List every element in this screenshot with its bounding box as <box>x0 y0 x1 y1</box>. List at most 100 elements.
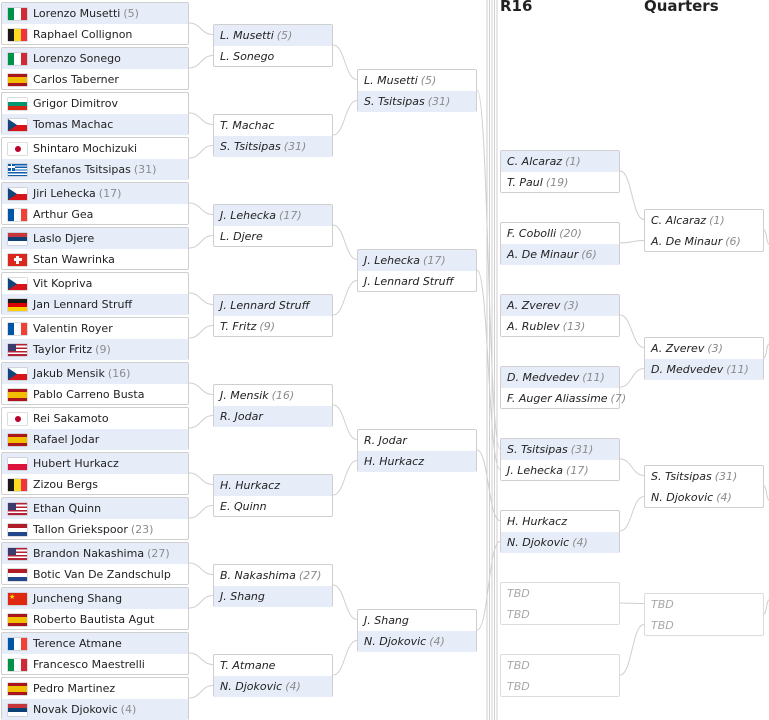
player-row[interactable]: Carlos Taberner <box>2 69 188 90</box>
player-row[interactable]: T. Paul(19) <box>501 172 619 193</box>
player-row[interactable]: Lorenzo Sonego <box>2 48 188 69</box>
player-row[interactable]: Grigor Dimitrov <box>2 93 188 114</box>
player-row[interactable]: H. Hurkacz <box>214 475 332 496</box>
player-row[interactable]: Stefanos Tsitsipas(31) <box>2 159 188 180</box>
round2-match[interactable]: J. Mensik(16)R. Jodar <box>213 384 333 427</box>
tbd-slot[interactable]: TBD <box>645 615 763 636</box>
player-row[interactable]: J. Lehecka(17) <box>501 460 619 481</box>
player-row[interactable]: Tomas Machac <box>2 114 188 135</box>
round1-match[interactable]: Jiri Lehecka(17)Arthur Gea <box>1 182 189 225</box>
player-row[interactable]: H. Hurkacz <box>358 451 476 472</box>
player-row[interactable]: C. Alcaraz(1) <box>645 210 763 231</box>
tbd-slot[interactable]: TBD <box>501 583 619 604</box>
player-row[interactable]: Jan Lennard Struff <box>2 294 188 315</box>
player-row[interactable]: Laslo Djere <box>2 228 188 249</box>
player-row[interactable]: C. Alcaraz(1) <box>501 151 619 172</box>
player-row[interactable]: Jakub Mensik(16) <box>2 363 188 384</box>
r16-match[interactable]: F. Cobolli(20)A. De Minaur(6) <box>500 222 620 265</box>
player-row[interactable]: D. Medvedev(11) <box>645 359 763 380</box>
player-row[interactable]: E. Quinn <box>214 496 332 517</box>
player-row[interactable]: S. Tsitsipas(31) <box>501 439 619 460</box>
player-row[interactable]: Arthur Gea <box>2 204 188 225</box>
player-row[interactable]: B. Nakashima(27) <box>214 565 332 586</box>
player-row[interactable]: R. Jodar <box>358 430 476 451</box>
player-row[interactable]: ★Juncheng Shang <box>2 588 188 609</box>
player-row[interactable]: Pablo Carreno Busta <box>2 384 188 405</box>
player-row[interactable]: Jiri Lehecka(17) <box>2 183 188 204</box>
round2-match[interactable]: L. Musetti(5)L. Sonego <box>213 24 333 67</box>
round1-match[interactable]: Jakub Mensik(16)Pablo Carreno Busta <box>1 362 189 405</box>
player-row[interactable]: L. Musetti(5) <box>214 25 332 46</box>
player-row[interactable]: N. Djokovic(4) <box>645 487 763 508</box>
player-row[interactable]: H. Hurkacz <box>501 511 619 532</box>
player-row[interactable]: Hubert Hurkacz <box>2 453 188 474</box>
round1-match[interactable]: Brandon Nakashima(27)Botic Van De Zandsc… <box>1 542 189 585</box>
round2-match[interactable]: J. Lehecka(17)L. Djere <box>213 204 333 247</box>
player-row[interactable]: Valentin Royer <box>2 318 188 339</box>
player-row[interactable]: J. Mensik(16) <box>214 385 332 406</box>
quarters-match[interactable]: S. Tsitsipas(31)N. Djokovic(4) <box>644 465 764 508</box>
r16-match[interactable]: S. Tsitsipas(31)J. Lehecka(17) <box>500 438 620 481</box>
round1-match[interactable]: Lorenzo Musetti(5)Raphael Collignon <box>1 2 189 45</box>
player-row[interactable]: J. Shang <box>358 610 476 631</box>
player-row[interactable]: S. Tsitsipas(31) <box>358 91 476 112</box>
player-row[interactable]: Tallon Griekspoor(23) <box>2 519 188 540</box>
player-row[interactable]: Taylor Fritz(9) <box>2 339 188 360</box>
round3-match[interactable]: J. Lehecka(17)J. Lennard Struff <box>357 249 477 292</box>
quarters-match[interactable]: C. Alcaraz(1)A. De Minaur(6) <box>644 209 764 252</box>
player-row[interactable]: Shintaro Mochizuki <box>2 138 188 159</box>
player-row[interactable]: L. Djere <box>214 226 332 247</box>
r16-match[interactable]: D. Medvedev(11)F. Auger Aliassime(7) <box>500 366 626 409</box>
round3-match[interactable]: L. Musetti(5)S. Tsitsipas(31) <box>357 69 477 112</box>
tbd-slot[interactable]: TBD <box>501 604 619 625</box>
round2-match[interactable]: B. Nakashima(27)J. Shang <box>213 564 333 607</box>
player-row[interactable]: Francesco Maestrelli <box>2 654 188 675</box>
player-row[interactable]: J. Lennard Struff <box>214 295 332 316</box>
tbd-slot[interactable]: TBD <box>645 594 763 615</box>
player-row[interactable]: T. Atmane <box>214 655 332 676</box>
r16-match[interactable]: A. Zverev(3)A. Rublev(13) <box>500 294 620 337</box>
player-row[interactable]: Lorenzo Musetti(5) <box>2 3 188 24</box>
player-row[interactable]: L. Musetti(5) <box>358 70 476 91</box>
player-row[interactable]: A. De Minaur(6) <box>645 231 763 252</box>
player-row[interactable]: Brandon Nakashima(27) <box>2 543 188 564</box>
player-row[interactable]: S. Tsitsipas(31) <box>214 136 332 157</box>
player-row[interactable]: F. Cobolli(20) <box>501 223 619 244</box>
player-row[interactable]: F. Auger Aliassime(7) <box>501 388 626 409</box>
player-row[interactable]: A. Rublev(13) <box>501 316 619 337</box>
player-row[interactable]: Stan Wawrinka <box>2 249 188 270</box>
tbd-slot[interactable]: TBD <box>501 676 619 697</box>
player-row[interactable]: Terence Atmane <box>2 633 188 654</box>
player-row[interactable]: Roberto Bautista Agut <box>2 609 188 630</box>
player-row[interactable]: Rei Sakamoto <box>2 408 188 429</box>
player-row[interactable]: R. Jodar <box>214 406 332 427</box>
quarters-match[interactable]: A. Zverev(3)D. Medvedev(11) <box>644 337 764 380</box>
player-row[interactable]: Novak Djokovic(4) <box>2 699 188 720</box>
player-row[interactable]: Botic Van De Zandschulp <box>2 564 188 585</box>
player-row[interactable]: J. Lehecka(17) <box>214 205 332 226</box>
player-row[interactable]: A. Zverev(3) <box>501 295 619 316</box>
player-row[interactable]: Pedro Martinez <box>2 678 188 699</box>
r16-match[interactable]: C. Alcaraz(1)T. Paul(19) <box>500 150 620 193</box>
player-row[interactable]: Zizou Bergs <box>2 474 188 495</box>
player-row[interactable]: Raphael Collignon <box>2 24 188 45</box>
player-row[interactable]: J. Shang <box>214 586 332 607</box>
player-row[interactable]: J. Lehecka(17) <box>358 250 476 271</box>
